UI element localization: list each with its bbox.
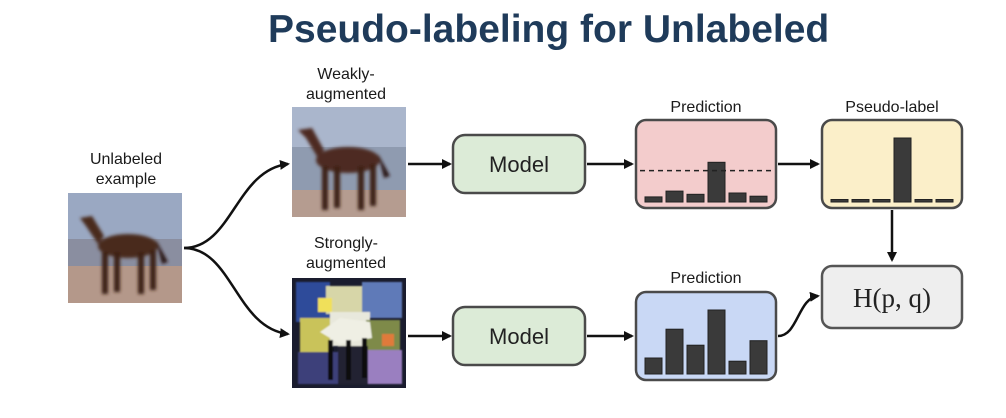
- prediction-strong-bar: [707, 309, 726, 375]
- pseudo-label-label: Pseudo-label: [845, 99, 938, 116]
- unlabeled-horse-image: [68, 193, 182, 303]
- loss-formula: H(p, q): [853, 283, 931, 313]
- pseudo-label-bar: [872, 199, 891, 203]
- pseudo-label-bar: [893, 137, 912, 203]
- prediction-weak-bar: [665, 190, 684, 203]
- page-title: Pseudo-labeling for Unlabeled: [268, 8, 830, 51]
- prediction-strong-bar: [749, 340, 768, 375]
- prediction-top-box: [634, 118, 778, 210]
- prediction-strong-bar: [644, 357, 663, 375]
- prediction-weak-bar: [749, 195, 768, 203]
- model-box-top: Model: [451, 133, 587, 195]
- prediction-top-label: Prediction: [670, 99, 741, 116]
- strong-label-line1: Strongly-: [314, 235, 378, 252]
- model-top-text: Model: [489, 152, 549, 177]
- arrow-to-weak: [183, 159, 290, 250]
- model-box-bottom: Model: [451, 305, 587, 367]
- prediction-strong-bar: [665, 328, 684, 375]
- unlabeled-label-line2: example: [96, 171, 157, 188]
- weak-label-line1: Weakly-: [317, 66, 375, 83]
- pseudo-label-bar: [935, 199, 954, 203]
- prediction-strong-bar: [686, 344, 705, 375]
- pseudo-label-bar: [851, 199, 870, 203]
- arrow-to-strong: [183, 246, 290, 339]
- weak-label-line2: augmented: [306, 86, 386, 103]
- prediction-weak-bar: [707, 161, 726, 203]
- prediction-top-bars: [640, 161, 772, 203]
- strong-augmented-image: [292, 278, 406, 388]
- prediction-weak-bar: [728, 192, 747, 203]
- model-bottom-text: Model: [489, 324, 549, 349]
- prediction-weak-bar: [686, 193, 705, 203]
- pseudo-label-bar: [830, 199, 849, 203]
- prediction-bottom-bars: [644, 309, 768, 375]
- prediction-strong-bar: [728, 360, 747, 375]
- prediction-bottom-label: Prediction: [670, 270, 741, 287]
- prediction-weak-bar: [644, 196, 663, 203]
- pseudo-label-bars: [830, 137, 954, 203]
- pseudo-label-bar: [914, 199, 933, 203]
- strong-label-line2: augmented: [306, 255, 386, 272]
- unlabeled-label-line1: Unlabeled: [90, 151, 162, 168]
- weak-augmented-image: [292, 107, 406, 217]
- arrow-prediction-to-loss: [777, 291, 820, 338]
- pseudo-label-box: [820, 118, 964, 210]
- loss-box: H(p, q): [820, 264, 964, 330]
